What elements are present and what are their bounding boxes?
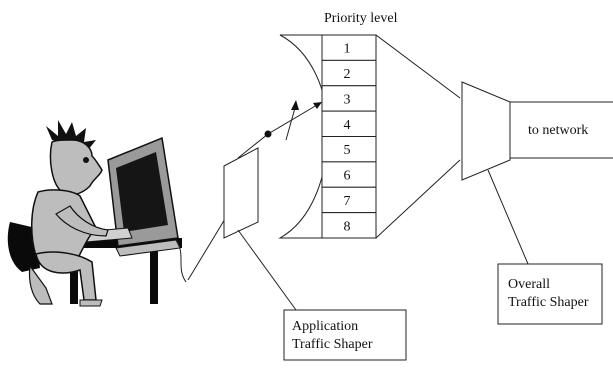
priority-level-label: 2 bbox=[344, 67, 351, 82]
priority-level-title: Priority level bbox=[324, 11, 398, 26]
priority-queue-stack: 1 2 3 4 5 6 7 8 bbox=[278, 34, 377, 239]
priority-level-label: 4 bbox=[344, 118, 351, 133]
priority-level-label: 6 bbox=[344, 169, 351, 184]
priority-level-cell: 2 bbox=[321, 59, 377, 87]
priority-level-cell: 8 bbox=[321, 212, 377, 239]
application-shaper-callout: Application Traffic Shaper bbox=[283, 309, 407, 361]
overall-shaper-label-line1: Overall bbox=[508, 277, 550, 292]
priority-level-label: 1 bbox=[344, 42, 351, 57]
priority-level-cell: 1 bbox=[321, 34, 377, 61]
monitor-icon bbox=[107, 136, 181, 257]
overall-shaper-label-line2: Traffic Shaper bbox=[508, 295, 589, 310]
priority-level-cell: 5 bbox=[321, 136, 377, 163]
app-shaper-label-line2: Traffic Shaper bbox=[292, 337, 373, 352]
user-at-computer-illustration bbox=[7, 120, 187, 307]
priority-level-cell: 6 bbox=[321, 161, 377, 188]
overall-shaper-callout: Overall Traffic Shaper bbox=[497, 263, 603, 325]
adjust-arrow-icon bbox=[291, 100, 299, 110]
priority-level-label: 8 bbox=[344, 219, 351, 234]
priority-level-cell: 4 bbox=[321, 110, 377, 137]
priority-level-cell: 3 bbox=[321, 85, 377, 112]
application-traffic-shaper-block bbox=[223, 147, 259, 239]
funnel-top-line bbox=[375, 34, 461, 99]
overall-traffic-shaper-block bbox=[461, 81, 511, 181]
priority-level-label: 7 bbox=[344, 194, 351, 209]
to-network-label: to network bbox=[528, 123, 588, 138]
priority-level-cell: 7 bbox=[321, 186, 377, 214]
priority-selector-switch bbox=[237, 100, 323, 159]
app-shaper-leader-line bbox=[237, 229, 297, 311]
priority-level-label: 5 bbox=[344, 143, 351, 158]
selector-arrowhead-icon bbox=[313, 102, 322, 109]
app-shaper-label-line1: Application bbox=[292, 319, 358, 334]
connection-computer-to-app-shaper bbox=[187, 213, 229, 281]
overall-shaper-leader-line bbox=[487, 169, 529, 265]
priority-level-label: 3 bbox=[344, 92, 351, 107]
funnel-bottom-line bbox=[375, 159, 461, 239]
person-icon bbox=[28, 120, 109, 307]
network-output: to network bbox=[510, 101, 613, 159]
computer-cable bbox=[175, 239, 187, 283]
